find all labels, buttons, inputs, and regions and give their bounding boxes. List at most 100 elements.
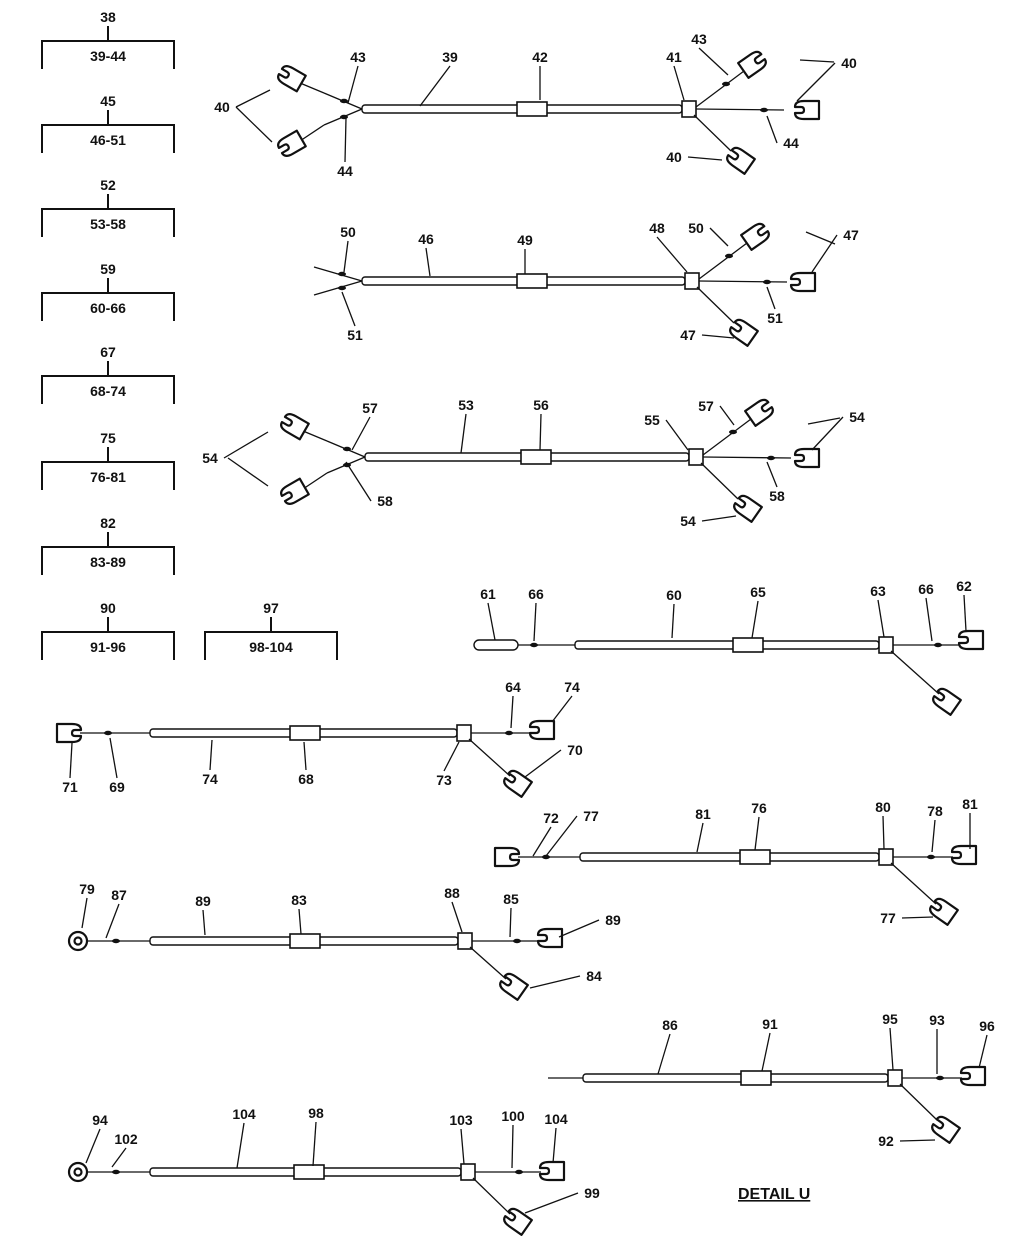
wire [890,862,937,905]
leader-line [696,822,704,853]
callout: 79 [79,881,95,929]
detail-title: DETAIL U [738,1186,810,1203]
callout: 86 [657,1017,678,1075]
leader-line [235,89,271,108]
callout-label: 89 [605,912,621,928]
leader-line [105,903,120,939]
callout: 91 [761,1016,778,1072]
callout-label: 66 [918,581,934,597]
marker-band [936,1075,944,1081]
fork-terminal [274,62,307,93]
index-bracket: 90 91-96 [41,600,175,660]
callout: 66 [918,581,934,642]
callout: 58 [345,461,393,509]
index-bracket-line [41,40,175,69]
callout-label: 99 [584,1185,600,1201]
fork-terminal [274,129,307,160]
index-bracket-line [204,631,338,660]
callout: 77 [545,808,599,857]
callout: 54 [680,513,737,529]
callout: 88 [444,885,463,933]
fork-terminal [957,629,985,651]
plug-end [473,639,519,651]
callout-label: 51 [767,310,783,326]
index-parent-label: 75 [100,430,116,446]
leader-line [799,59,835,63]
callout: 71 [62,742,78,795]
callout: 55 [644,412,689,451]
leader-line [551,695,573,723]
callout-label: 71 [62,779,78,795]
harness [473,629,985,716]
harness [67,927,564,1001]
callout: 102 [111,1131,138,1168]
wire [698,242,748,280]
leader-line [223,431,269,459]
leader-line [545,815,578,857]
fork-terminal [740,220,773,251]
callout: 41 [666,49,685,101]
index-range-label: 91-96 [90,639,126,655]
wire [299,124,325,142]
leader-line [698,47,729,76]
harness [548,1065,987,1144]
callout: 49 [517,232,533,274]
callout-label: 40 [666,149,682,165]
callout: 103 [449,1112,473,1165]
callout-label: 92 [878,1133,894,1149]
leader-line [877,599,885,638]
callout: 51 [766,286,783,326]
leader-line [882,815,885,850]
leader-line [701,334,735,339]
leader-line [529,975,581,989]
callout-label: 40 [841,55,857,71]
leader-line [754,816,760,851]
callout: 43 [347,49,366,104]
callout-label: 65 [750,584,766,600]
callout: 74 [202,739,218,787]
callout: 40 [796,55,857,102]
ring-terminal [67,930,89,952]
leader-line [796,62,836,102]
callout: 95 [882,1011,898,1071]
leader-line [202,909,206,936]
leader-line [709,227,729,247]
wire [472,1177,511,1215]
splice-sleeve [740,1070,772,1086]
wire [695,70,745,108]
junction-block [457,932,473,950]
wire [299,82,325,94]
index-parent-label: 90 [100,600,116,616]
callout-label: 41 [666,49,682,65]
callout-label: 84 [586,968,602,984]
index-bracket-line [41,208,175,237]
callout: 53 [458,397,474,454]
callout: 69 [109,737,125,795]
marker-band [112,1169,120,1175]
callout-label: 51 [347,327,363,343]
leader-line [931,819,936,853]
harness [55,719,556,798]
splice-sleeve [289,933,321,949]
leader-line [341,291,356,327]
marker-band [513,938,521,944]
leader-line [345,461,372,502]
callout-label: 81 [695,806,711,822]
callout: 57 [351,400,378,451]
wire [698,280,788,283]
harness [67,1160,566,1236]
callout: 94 [85,1112,108,1164]
callout: 78 [927,803,943,853]
junction-block [878,848,894,866]
index-parent-label: 52 [100,177,116,193]
leader-line [109,737,118,779]
leader-line [673,65,685,101]
leader-line [443,741,460,772]
callout: 54 [202,431,269,466]
leader-line [901,916,934,919]
callout: 63 [870,583,886,638]
splice-sleeve [516,273,548,289]
leader-line [811,234,838,273]
fork-terminal [737,48,770,79]
